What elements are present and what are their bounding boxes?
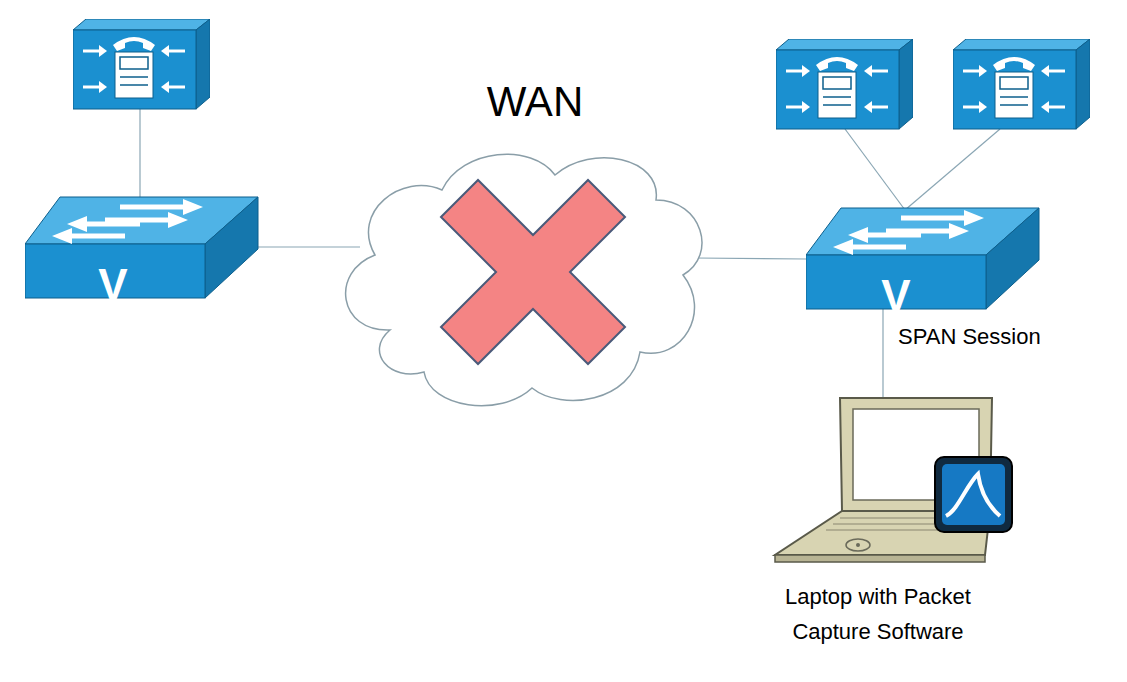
cloud-label: WAN: [487, 68, 583, 135]
laptop-caption: Laptop with Packet Capture Software: [753, 579, 1003, 649]
switch-symbol-letter: V: [98, 250, 127, 320]
switch-symbol-letter: V: [881, 261, 910, 331]
span-label: SPAN Session: [898, 319, 1041, 354]
